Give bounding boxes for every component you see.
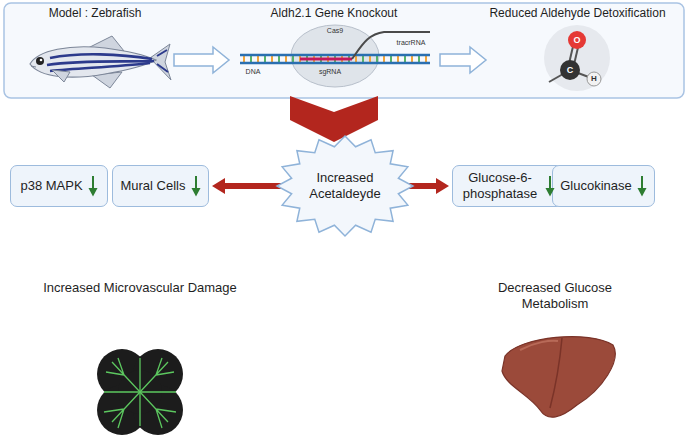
arrow-head	[88, 188, 97, 197]
box-text: Glucokinase	[560, 178, 632, 194]
arrow-shaft	[195, 176, 197, 190]
fish-stripe	[50, 63, 150, 71]
dna-rung	[376, 56, 378, 62]
stage-node: Reduced Aldehyde Detoxification	[489, 5, 666, 93]
decrease-arrow	[545, 175, 555, 197]
effect-box: p38 MAPK	[10, 165, 108, 207]
dna-rung	[390, 56, 392, 62]
outcome-label: Decreased Glucose Metabolism	[465, 280, 645, 312]
crispr-illustration	[240, 25, 430, 87]
starburst-node: Increased Acetaldeyde	[277, 136, 413, 236]
stage-node: Aldh2.1 Gene Knockout	[232, 5, 436, 95]
arrow-head	[637, 188, 646, 197]
decrease-arrow	[191, 175, 201, 197]
fish-eye-glint	[40, 59, 43, 62]
top-panel	[4, 3, 684, 98]
fish-eye	[36, 57, 44, 65]
flow-arrow	[174, 47, 229, 73]
dna-rung	[257, 56, 259, 62]
dna-strand	[240, 54, 430, 56]
fish-stripe	[157, 50, 168, 72]
fish-mouth	[31, 66, 36, 67]
part-label: DNA	[242, 67, 264, 77]
dna-rung	[271, 56, 273, 62]
dna-rungs	[244, 56, 426, 62]
decrease-arrow	[637, 175, 647, 197]
oxygen-atom	[568, 31, 586, 49]
stage-heading: Aldh2.1 Gene Knockout	[271, 5, 398, 21]
outcome-label: Increased Microvascular Damage	[40, 280, 240, 296]
dna-rung	[397, 56, 399, 62]
fish-stripe	[50, 54, 152, 59]
dna-rung	[418, 56, 420, 62]
arrow-shaft	[92, 176, 94, 190]
retina-illustration	[97, 349, 183, 435]
dna-rung	[278, 56, 280, 62]
atom-letter: O	[571, 34, 583, 46]
dna-rung	[292, 56, 294, 62]
arrow-head	[191, 188, 200, 197]
liver-shape	[502, 337, 615, 418]
zebrafish-illustration	[30, 36, 171, 88]
effect-box: Glucokinase	[552, 165, 655, 207]
dna-rung	[362, 56, 364, 62]
decrease-arrow	[88, 175, 98, 197]
dna-rung	[369, 56, 371, 62]
liver-highlight	[520, 341, 558, 350]
dna-rung	[411, 56, 413, 62]
chevron-arrow	[290, 96, 378, 142]
starburst-outline	[277, 136, 413, 236]
box-text: p38 MAPK	[20, 178, 82, 194]
starburst-text: Increased Acetaldeyde	[299, 170, 391, 202]
effect-box: Mural Cells	[112, 165, 209, 207]
flow-arrow	[440, 47, 486, 73]
stage-node: Model : Zebrafish	[20, 5, 170, 93]
box-text: Glucose-6-phosphatase	[460, 170, 540, 202]
atom-letter: C	[564, 64, 576, 76]
part-label: tracrRNA	[390, 38, 432, 48]
box-text: Mural Cells	[120, 178, 185, 194]
dna-strand	[240, 62, 430, 64]
arrow-shaft	[641, 176, 643, 190]
liver-ligament	[550, 338, 562, 408]
dna-rung	[243, 56, 245, 62]
dna-rung	[264, 56, 266, 62]
dna-rung	[250, 56, 252, 62]
atom-letter: H	[588, 73, 600, 85]
retina-vessels	[104, 358, 176, 428]
dna-rung	[404, 56, 406, 62]
part-label: Cas9	[320, 26, 350, 36]
fish-fin	[52, 70, 70, 82]
effect-box: Glucose-6-phosphatase	[452, 165, 563, 207]
molecule-illustration	[544, 25, 610, 91]
dna-rung	[383, 56, 385, 62]
sgrna-strand	[300, 58, 352, 61]
liver-illustration	[502, 337, 615, 418]
stage-heading: Reduced Aldehyde Detoxification	[489, 5, 665, 21]
dna-rung	[355, 56, 357, 62]
hydrogen-atom	[587, 72, 601, 86]
arrow-shaft	[549, 176, 551, 190]
molecule-ground	[544, 25, 610, 91]
part-label: sgRNA	[314, 67, 346, 77]
fish-body	[30, 47, 156, 77]
carbon-atom	[560, 60, 580, 80]
dna-rung	[285, 56, 287, 62]
stage-heading: Model : Zebrafish	[49, 5, 142, 21]
dna-rung	[425, 56, 427, 62]
